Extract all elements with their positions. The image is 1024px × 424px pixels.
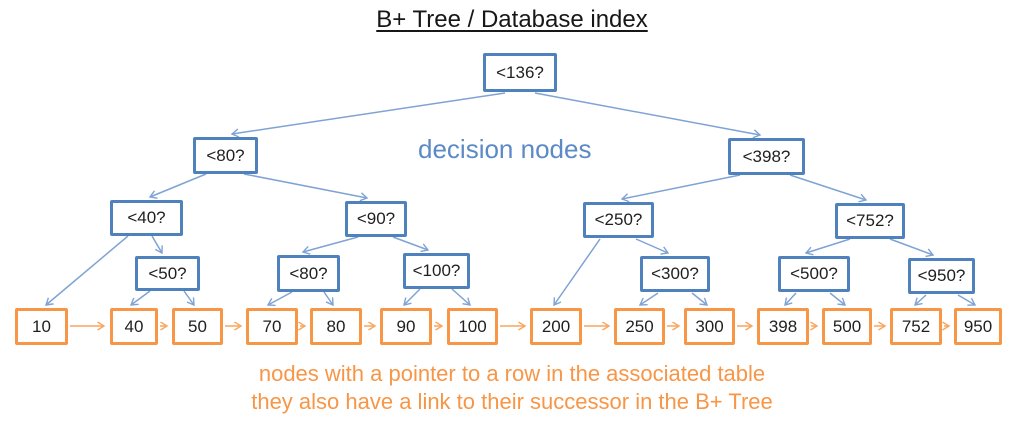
decision-node-500: <500? [778, 256, 850, 292]
leaf-node-100: 100 [447, 308, 498, 345]
diagram-title: B+ Tree / Database index [376, 6, 648, 33]
leaf-caption-line-1: nodes with a pointer to a row in the ass… [258, 361, 766, 386]
leaf-node-90: 90 [380, 308, 432, 345]
leaf-node-40: 40 [110, 308, 158, 345]
leaf-node-250: 250 [614, 308, 665, 345]
decision-node-80-lower: <80? [277, 255, 340, 292]
decision-node-100: <100? [403, 253, 470, 289]
decision-node-136: <136? [483, 53, 557, 92]
leaf-node-80: 80 [310, 308, 362, 345]
leaf-nodes-caption: nodes with a pointer to a row in the ass… [0, 360, 1024, 416]
decision-node-90: <90? [345, 201, 407, 237]
decision-node-398: <398? [728, 138, 805, 175]
decision-node-50: <50? [135, 256, 200, 291]
leaf-node-752: 752 [890, 308, 942, 345]
decision-node-300: <300? [640, 256, 710, 292]
decision-node-752: <752? [835, 203, 905, 239]
leaf-node-300: 300 [684, 308, 735, 345]
leaf-node-200: 200 [530, 308, 582, 345]
leaf-node-10: 10 [15, 308, 68, 345]
decision-nodes-annotation: decision nodes [418, 134, 592, 164]
decision-node-40: <40? [110, 200, 183, 236]
leaf-node-70: 70 [246, 308, 298, 345]
leaf-caption-line-2: they also have a link to their successor… [251, 389, 773, 414]
decision-node-950: <950? [908, 258, 975, 294]
leaf-node-50: 50 [172, 308, 223, 345]
leaf-node-500: 500 [822, 308, 872, 345]
decision-node-250: <250? [583, 202, 654, 238]
decision-node-80: <80? [193, 137, 258, 174]
leaf-node-950: 950 [954, 308, 1002, 345]
leaf-node-398: 398 [757, 308, 809, 345]
